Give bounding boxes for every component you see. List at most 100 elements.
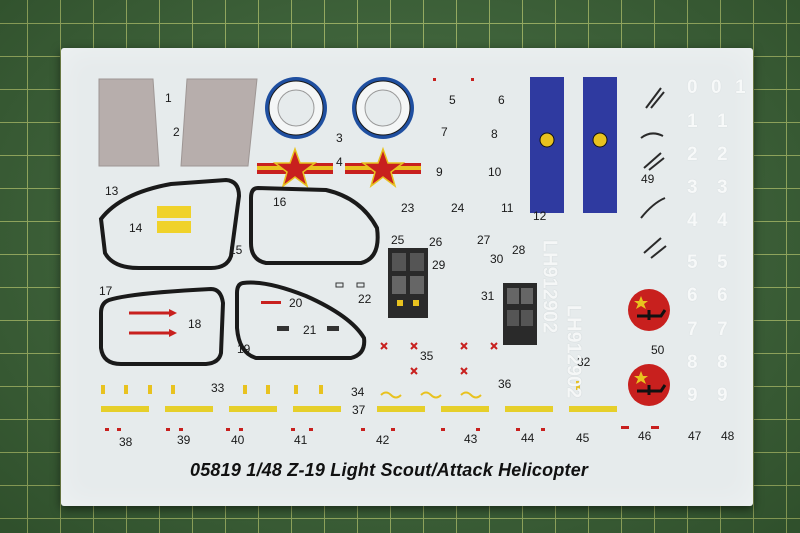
decal-number: 37: [352, 403, 366, 417]
white-digit: 9: [717, 385, 728, 406]
decal-number: 10: [488, 165, 502, 179]
white-digit: 1: [717, 111, 728, 132]
white-digit: 5: [687, 252, 698, 273]
decal-number: 22: [358, 292, 372, 306]
decal-number: 16: [273, 195, 287, 209]
decal-number: 15: [229, 243, 243, 257]
decal-number: 29: [432, 258, 446, 272]
decal-number: 14: [129, 221, 143, 235]
white-digit: 8: [687, 352, 698, 373]
canopy-frame-20: [235, 280, 367, 360]
helicopter-roundel-top: [628, 289, 670, 331]
decal-number: 42: [376, 433, 390, 447]
decal-number: 27: [477, 233, 491, 247]
instrument-panel-31: [503, 283, 537, 345]
decal-number: 4: [336, 155, 343, 169]
star-icon: [360, 146, 406, 188]
star-icon: [634, 371, 648, 384]
helicopter-roundel-bottom: [628, 364, 670, 406]
canopy-frame-16: [249, 185, 380, 265]
white-digit: 4: [687, 210, 698, 231]
decal-number: 26: [429, 235, 443, 249]
decal-number: 17: [99, 284, 113, 298]
decal-number: 18: [188, 317, 202, 331]
serial-text: LH912902: [562, 304, 585, 399]
decal-number: 28: [512, 243, 526, 257]
decal-number: 7: [441, 125, 448, 139]
decal-number: 46: [638, 429, 652, 443]
decal-number: 24: [451, 201, 465, 215]
canopy-frame-14: [98, 177, 242, 270]
decal-number: 12: [533, 209, 547, 223]
white-digit: 7: [687, 319, 698, 340]
serial-decal-right: LH912902: [553, 288, 589, 418]
unit-emblem-icon: [352, 77, 414, 139]
decal-number: 11: [501, 201, 514, 215]
red-crosses-35: [380, 342, 498, 375]
white-digit: 2: [687, 144, 698, 165]
decal-number: 3: [336, 131, 343, 145]
unit-emblem-icon: [539, 132, 555, 148]
decal-number: 33: [211, 381, 225, 395]
white-digit: 3: [687, 177, 698, 198]
white-digit: 5: [717, 252, 728, 273]
helicopter-icon: [637, 384, 667, 395]
decal-number: 6: [498, 93, 505, 107]
decal-red-20: [261, 301, 281, 304]
sheet-title: 05819 1/48 Z-19 Light Scout/Attack Helic…: [190, 460, 589, 480]
decal-number: 23: [401, 201, 415, 215]
decal-sheet: 1 2 3 4 5 6 7 8 9 10 11 12 13 14 15 16 1…: [61, 48, 753, 506]
white-digit: 3: [717, 177, 728, 198]
yellow-squiggles-34: [380, 391, 482, 399]
star-icon: [272, 146, 318, 188]
helicopter-icon: [637, 309, 667, 320]
decal-number: 45: [576, 431, 590, 445]
decal-yellow-14a: [157, 206, 191, 218]
white-digit: 6: [687, 285, 698, 306]
unit-emblem-icon: [592, 132, 608, 148]
white-digit: 6: [717, 285, 728, 306]
white-digit: 0: [687, 77, 698, 98]
yellow-markers-33: [101, 381, 580, 394]
white-digit: 9: [687, 385, 698, 406]
stripe-decals-49: [640, 87, 667, 259]
decal-number: 13: [105, 184, 119, 198]
decal-number: 2: [173, 125, 180, 139]
decal-number: 19: [237, 342, 251, 356]
white-digit: 4: [717, 210, 728, 231]
decal-number: 34: [351, 385, 365, 399]
decal-number: 20: [289, 296, 303, 310]
decal-number: 47: [688, 429, 702, 443]
decal-number: 9: [436, 165, 443, 179]
decal-number: 44: [521, 431, 535, 445]
decal-panel-2: [180, 78, 258, 167]
decal-number: 38: [119, 435, 133, 449]
red-dot-markers: [105, 78, 659, 431]
decal-number: 49: [641, 172, 655, 186]
decal-number: 43: [464, 432, 478, 446]
decal-number: 35: [420, 349, 434, 363]
white-digit: 2: [717, 144, 728, 165]
decal-number: 50: [651, 343, 665, 357]
decal-number: 36: [498, 377, 512, 391]
star-insignia-right: [345, 146, 421, 188]
decal-artwork: [98, 77, 670, 431]
instrument-panel-29: [388, 248, 428, 318]
unit-emblem-icon: [265, 77, 327, 139]
decal-number: 8: [491, 127, 498, 141]
decal-number: 25: [391, 233, 405, 247]
decal-number: 1: [165, 91, 172, 105]
white-digit: 1: [687, 111, 698, 132]
white-digit: 7: [717, 319, 728, 340]
decal-number: 5: [449, 93, 456, 107]
white-digit: 0: [711, 77, 722, 98]
decal-number: 32: [577, 355, 591, 369]
star-icon: [634, 296, 648, 309]
decal-number: 31: [481, 289, 495, 303]
decal-panel-1: [98, 78, 160, 167]
white-digit: 8: [717, 352, 728, 373]
decal-number: 40: [231, 433, 245, 447]
decal-number: 48: [721, 429, 735, 443]
yellow-stripes-37: [101, 406, 617, 412]
